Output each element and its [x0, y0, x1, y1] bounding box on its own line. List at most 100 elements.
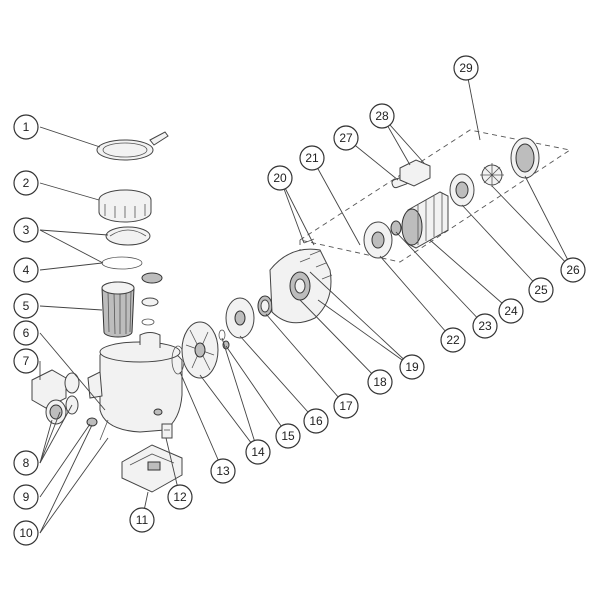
part-bearing	[390, 220, 402, 236]
callout-circle	[13, 450, 39, 476]
callout-number: 23	[478, 319, 492, 333]
callout-circle	[13, 217, 39, 243]
callout-8: 8	[13, 450, 39, 476]
callout-10: 10	[13, 520, 39, 546]
callout-number: 11	[136, 513, 149, 527]
callout-number: 9	[23, 490, 30, 504]
callout-12: 12	[167, 484, 193, 510]
callout-circle	[528, 277, 554, 303]
callout-circle	[210, 458, 236, 484]
part-base	[121, 444, 183, 493]
callout-number: 21	[305, 151, 319, 165]
callout-number: 17	[339, 399, 353, 413]
part-fan-and-cover	[480, 137, 540, 187]
callout-28: 28	[369, 103, 395, 129]
part-motor-flange	[363, 221, 393, 259]
part-union-fittings	[31, 369, 80, 409]
callout-number: 25	[534, 283, 548, 297]
part-mechanical-seal	[257, 295, 273, 317]
part-small-o-rings	[218, 329, 230, 350]
callout-circle	[267, 165, 293, 191]
callout-29: 29	[453, 55, 479, 81]
callout-circle	[333, 125, 359, 151]
callout-16: 16	[303, 408, 329, 434]
part-basket-fittings	[141, 272, 163, 326]
callout-number: 19	[405, 360, 419, 374]
part-pump-body	[87, 332, 183, 441]
callout-circle	[275, 423, 301, 449]
part-drain-plug	[86, 417, 98, 427]
callout-9: 9	[13, 484, 39, 510]
callout-26: 26	[560, 257, 586, 283]
part-clear-lid	[105, 226, 151, 246]
callout-circle	[453, 55, 479, 81]
callout-number: 3	[23, 223, 30, 237]
callout-number: 4	[23, 263, 30, 277]
callout-circle	[13, 257, 39, 283]
callout-2: 2	[13, 170, 39, 196]
callout-13: 13	[210, 458, 236, 484]
callout-circle	[560, 257, 586, 283]
callout-number: 16	[309, 414, 323, 428]
callout-7: 7	[13, 348, 39, 374]
callout-11: 11	[129, 507, 155, 533]
callout-number: 13	[216, 464, 230, 478]
callout-number: 27	[339, 131, 353, 145]
callout-circle	[129, 507, 155, 533]
callout-18: 18	[367, 369, 393, 395]
callout-4: 4	[13, 257, 39, 283]
part-strainer-basket	[101, 281, 135, 338]
callout-labels: 1234567891011121314151617181920212223242…	[13, 55, 586, 546]
callout-circle	[13, 293, 39, 319]
callout-circle	[245, 439, 271, 465]
callout-number: 18	[373, 375, 387, 389]
part-threaded-nut	[98, 189, 152, 223]
callout-circle	[369, 103, 395, 129]
part-lid-ring	[96, 131, 169, 161]
callout-circle	[13, 520, 39, 546]
callout-6: 6	[13, 320, 39, 346]
callout-circle	[303, 408, 329, 434]
callout-number: 15	[281, 429, 295, 443]
part-seal-plate	[269, 248, 332, 324]
callout-5: 5	[13, 293, 39, 319]
callout-number: 10	[19, 526, 33, 540]
callout-circle	[440, 327, 466, 353]
part-union-nut	[45, 395, 79, 425]
callout-circle	[299, 145, 325, 171]
callout-circle	[13, 170, 39, 196]
callout-circle	[498, 298, 524, 324]
callout-circle	[13, 320, 39, 346]
callout-3: 3	[13, 217, 39, 243]
callout-15: 15	[275, 423, 301, 449]
callout-number: 5	[23, 299, 30, 313]
callout-24: 24	[498, 298, 524, 324]
callout-25: 25	[528, 277, 554, 303]
callout-number: 1	[23, 120, 30, 134]
callout-circle	[13, 484, 39, 510]
callout-number: 26	[566, 263, 580, 277]
callout-circle	[13, 348, 39, 374]
part-clip	[161, 423, 173, 439]
callout-number: 24	[504, 304, 518, 318]
callout-number: 14	[251, 445, 265, 459]
callout-number: 8	[23, 456, 30, 470]
callout-circle	[333, 393, 359, 419]
callout-number: 12	[173, 490, 187, 504]
callout-circle	[167, 484, 193, 510]
callout-number: 6	[23, 326, 30, 340]
part-diffuser	[181, 321, 219, 379]
callout-circle	[367, 369, 393, 395]
callout-19: 19	[399, 354, 425, 380]
callout-circle	[399, 354, 425, 380]
callout-circle	[13, 114, 39, 140]
part-terminal-box	[399, 159, 431, 187]
callout-number: 2	[23, 176, 30, 190]
part-impeller	[225, 297, 255, 339]
callout-number: 28	[375, 109, 389, 123]
callout-1: 1	[13, 114, 39, 140]
callout-27: 27	[333, 125, 359, 151]
callout-number: 29	[459, 61, 473, 75]
